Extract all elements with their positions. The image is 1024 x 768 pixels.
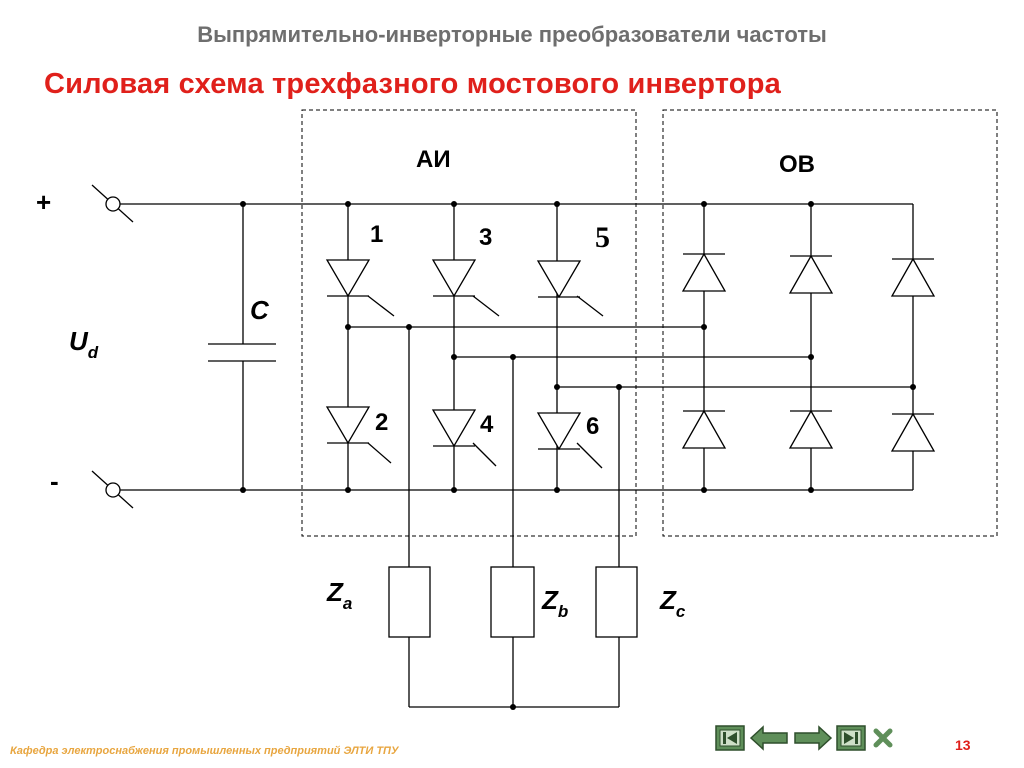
voltage-label: Ud <box>69 326 99 362</box>
thyristor-3-label: 3 <box>479 224 492 251</box>
close-presentation-button[interactable] <box>871 725 895 751</box>
rectifier-diode-lower-b <box>789 410 833 449</box>
footer-department: Кафедра электроснабжения промышленных пр… <box>10 745 399 757</box>
plus-terminal-label: + <box>36 187 51 217</box>
voltage-symbol: U <box>69 326 89 356</box>
close-icon <box>873 728 893 748</box>
last-slide-button[interactable] <box>836 725 866 751</box>
load-b-symbol: Z <box>541 585 559 615</box>
rectifier-diode-lower-a <box>682 410 726 449</box>
load-b-subscript: b <box>558 602 568 621</box>
next-slide-button[interactable] <box>793 725 833 751</box>
thyristor-3 <box>432 259 476 297</box>
load-a-symbol: Z <box>326 577 344 607</box>
thyristor-2 <box>326 406 370 444</box>
load-impedance-b <box>490 566 535 638</box>
thyristor-5-label: 5 <box>595 221 610 254</box>
load-a-label: Za <box>326 577 352 613</box>
minus-terminal-label: - <box>50 466 59 496</box>
load-c-subscript: c <box>676 602 686 621</box>
rectifier-block-border <box>662 109 998 537</box>
load-impedance-c <box>595 566 638 638</box>
slide-title: Силовая схема трехфазного мостового инве… <box>44 68 781 100</box>
thyristor-1 <box>326 259 370 297</box>
prev-arrow-icon <box>749 725 788 751</box>
rectifier-diode-upper-c <box>891 258 935 297</box>
thyristor-5 <box>537 260 581 298</box>
thyristor-4 <box>432 409 476 447</box>
first-slide-button[interactable] <box>715 725 745 751</box>
thyristor-1-label: 1 <box>370 221 383 248</box>
first-slide-icon <box>715 725 745 751</box>
load-b-label: Zb <box>541 585 568 621</box>
thyristor-4-label: 4 <box>480 411 494 438</box>
page-number: 13 <box>955 737 971 753</box>
rectifier-diode-upper-a <box>682 253 726 292</box>
thyristor-6-label: 6 <box>586 413 599 440</box>
rectifier-block-label: ОВ <box>779 151 815 178</box>
prev-slide-button[interactable] <box>749 725 789 751</box>
thyristor-2-label: 2 <box>375 409 388 436</box>
load-impedance-a <box>388 566 431 638</box>
junction-dots <box>240 201 916 710</box>
inverter-block-label: АИ <box>416 146 451 173</box>
load-c-symbol: Z <box>659 585 677 615</box>
rectifier-diode-upper-b <box>789 255 833 294</box>
capacitor-label: C <box>250 295 270 325</box>
thyristor-6 <box>537 412 581 450</box>
inverter-block-border <box>301 109 637 537</box>
load-c-label: Zc <box>659 585 686 621</box>
rectifier-diode-lower-c <box>891 413 935 452</box>
load-a-subscript: a <box>343 594 352 613</box>
next-arrow-icon <box>794 725 833 751</box>
header-title: Выпрямительно-инверторные преобразовател… <box>197 22 827 47</box>
voltage-subscript: d <box>88 343 99 362</box>
last-slide-icon <box>836 725 866 751</box>
